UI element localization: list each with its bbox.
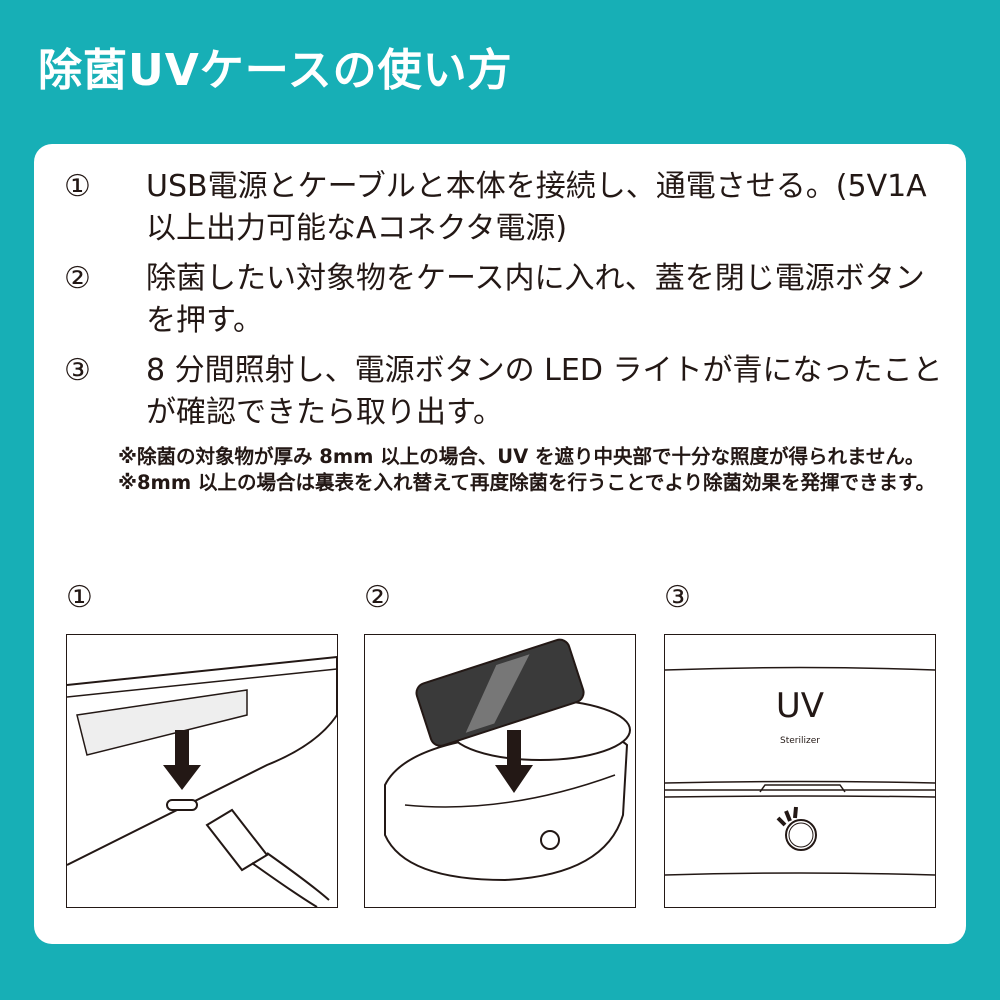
step-text: 8 分間照射し、電源ボタンの LED ライトが青になったことが確認できたら取り出… [146,353,943,430]
step-text: 除菌したい対象物をケース内に入れ、蓋を閉じ電源ボタンを押す。 [146,261,925,338]
usb-connect-illustration [67,655,337,907]
step-2: ② 除菌したい対象物をケース内に入れ、蓋を閉じ電源ボタンを押す。 [64,258,954,342]
instruction-card: ① USB電源とケーブルと本体を接続し、通電させる。(5V1A以上出力可能なAコネ… [34,144,966,944]
panel-label-3: ③ [664,580,691,615]
usb-plug-icon [205,808,269,872]
step-3: ③ 8 分間照射し、電源ボタンの LED ライトが青になったことが確認できたら取り… [64,350,954,434]
page-title: 除菌UVケースの使い方 [38,45,513,96]
illustration-power-button: UV Sterilizer [664,634,936,908]
step-number: ② [64,261,91,296]
panel-label-2: ② [364,580,391,615]
power-button-icon [785,819,817,851]
arrow-down-icon [163,730,201,790]
step-text: USB電源とケーブルと本体を接続し、通電させる。(5V1A以上出力可能なAコネク… [146,169,927,246]
sterilizer-logo-text: Sterilizer [780,736,820,746]
note: ※8mm 以上の場合は裏表を入れ替えて再度除菌を行うことでより除菌効果を発揮でき… [118,471,936,494]
power-button-illustration: UV Sterilizer [665,666,935,876]
illustration-usb-connect [66,634,338,908]
led-light-icon [776,806,798,827]
arrow-down-icon [495,730,533,793]
illustration-insert-item [364,634,636,908]
step-number: ③ [64,353,91,388]
power-button-icon [540,830,560,850]
panel-label-1: ① [66,580,93,615]
step-1: ① USB電源とケーブルと本体を接続し、通電させる。(5V1A以上出力可能なAコネ… [64,166,954,250]
usb-port-icon [166,799,198,811]
notes: ※除菌の対象物が厚み 8mm 以上の場合、UV を遮り中央部で十分な照度が得られ… [118,444,954,496]
instructions: ① USB電源とケーブルと本体を接続し、通電させる。(5V1A以上出力可能なAコネ… [64,166,954,496]
step-number: ① [64,169,91,204]
uv-logo: UV [776,686,824,726]
note: ※除菌の対象物が厚み 8mm 以上の場合、UV を遮り中央部で十分な照度が得られ… [118,445,925,468]
smartphone-icon [415,638,585,747]
insert-item-illustration [384,638,631,882]
